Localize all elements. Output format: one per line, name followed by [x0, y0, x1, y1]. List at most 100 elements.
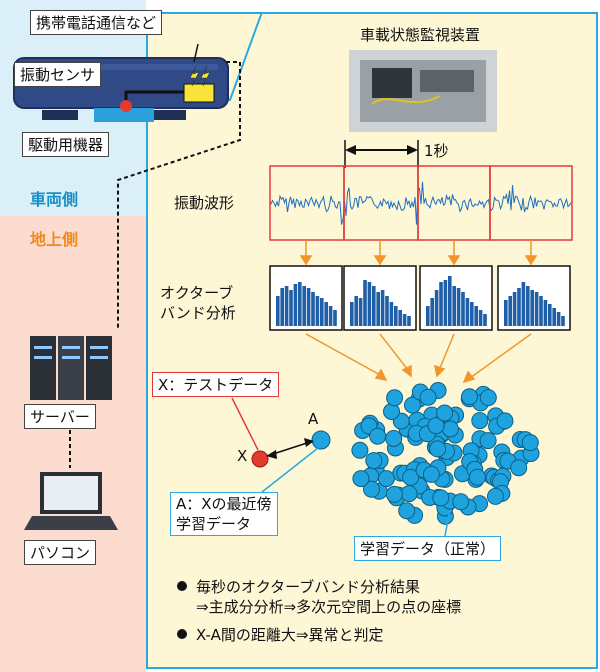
learning-data-point — [432, 489, 450, 507]
histogram-bar — [439, 282, 443, 326]
histogram-bar — [293, 284, 298, 326]
bullet-dot — [177, 581, 187, 591]
histogram-bar — [561, 316, 565, 326]
histogram-bar — [402, 314, 407, 326]
ground-side-zone — [0, 216, 146, 672]
histogram-bar — [398, 310, 402, 326]
learning-data-point — [386, 389, 404, 407]
learning-data-point — [369, 427, 387, 445]
x-mark: X — [237, 447, 248, 465]
histogram-to-cloud-arrows — [305, 333, 532, 384]
learning-data-point — [383, 403, 400, 420]
histogram-bar — [276, 296, 280, 326]
learning-data-point — [441, 420, 459, 438]
histogram-bar — [543, 300, 548, 326]
bullet-1-line2: ⇒主成分分析⇒多次元空間上の点の座標 — [196, 598, 462, 616]
histogram-bar — [443, 280, 448, 326]
histogram-bar — [448, 276, 452, 326]
histogram-bar — [452, 286, 456, 326]
learning-data-point — [351, 441, 369, 459]
learning-data-point — [427, 417, 445, 435]
learning-data-point — [471, 412, 489, 430]
histogram-bar — [284, 286, 289, 326]
learning-data-label: 学習データ（正常） — [354, 536, 502, 561]
histogram-bar — [512, 292, 517, 326]
learning-data-point — [496, 412, 514, 430]
histogram-bar — [280, 288, 284, 326]
sensor-label: 振動センサ — [14, 62, 102, 87]
histogram-bar — [556, 312, 561, 326]
test-data-label: X：テストデータ — [152, 372, 280, 397]
learning-data-point — [385, 485, 403, 503]
learning-data-point — [365, 452, 383, 470]
histogram-bar — [306, 288, 311, 326]
histogram-bar — [372, 286, 376, 326]
histogram-bar — [521, 282, 526, 326]
nearest-label-line2: 学習データ — [176, 515, 252, 533]
histogram-bar — [508, 296, 512, 326]
pc-label: パソコン — [24, 540, 97, 565]
histogram-bar — [298, 282, 302, 326]
lightning-icon — [189, 65, 200, 87]
histogram-bar — [385, 296, 389, 326]
phone-comm-label: 携帯電話通信など — [30, 10, 163, 35]
histogram-bar — [478, 310, 483, 326]
device-photo — [349, 50, 497, 132]
octave-band-histograms — [269, 265, 571, 331]
distance-arrow — [269, 441, 311, 456]
histogram-bar — [389, 302, 394, 326]
histogram-bar — [289, 290, 293, 326]
histogram-bar — [474, 306, 478, 326]
learning-data-point — [452, 493, 470, 511]
histogram-bar — [367, 282, 372, 326]
histogram-bar — [526, 286, 530, 326]
one-second-label: 1秒 — [424, 142, 449, 160]
learning-data-point — [363, 480, 380, 498]
nearest-learning-label: A：Xの最近傍 学習データ — [170, 492, 278, 536]
histogram-bar — [434, 290, 439, 326]
waveform-label: 振動波形 — [174, 194, 235, 212]
histogram-bar — [363, 280, 367, 326]
histogram-bar — [517, 288, 521, 326]
drive-equipment-label: 駆動用機器 — [22, 132, 110, 157]
server-icon — [30, 336, 112, 400]
ground-side-label: 地上側 — [30, 230, 79, 249]
vehicle-side-label: 車両側 — [30, 190, 79, 209]
bullet-1-line1: 毎秒のオクターブバンド分析結果 — [196, 578, 420, 596]
learning-data-point — [419, 388, 437, 406]
learning-data-point — [385, 430, 403, 447]
bullet-2: X-A間の距離大⇒異常と判定 — [196, 626, 384, 644]
learning-data-point — [422, 465, 440, 483]
learning-data-point — [479, 432, 497, 450]
histogram-bar — [470, 302, 474, 326]
learning-data-point — [510, 459, 528, 477]
learning-data-point — [468, 468, 486, 486]
histogram-bar — [394, 306, 398, 326]
histogram-bar — [311, 292, 315, 326]
laptop-icon — [24, 472, 118, 530]
histogram-bar — [426, 306, 430, 326]
sensor-dot-icon — [120, 100, 132, 112]
histogram-bar — [350, 302, 354, 326]
point-x — [251, 450, 269, 468]
histogram-bar — [461, 292, 465, 326]
histogram-bar — [465, 298, 470, 326]
histogram-bar — [324, 302, 328, 326]
a-mark: A — [308, 410, 319, 428]
learning-data-point — [436, 404, 454, 422]
histogram-bar — [302, 286, 306, 326]
learning-data-point — [377, 470, 395, 488]
learning-data-point — [404, 396, 421, 414]
learning-data-point — [461, 388, 478, 406]
histogram-bar — [328, 306, 333, 326]
histogram-bar — [430, 298, 434, 326]
vibration-waveform — [269, 165, 573, 241]
histogram-bar — [552, 308, 556, 326]
histogram-bar — [320, 298, 324, 326]
learning-data-point — [479, 389, 497, 407]
histogram-bar — [456, 288, 461, 326]
learning-data-point — [521, 434, 539, 452]
histogram-bar — [354, 296, 358, 326]
drive-unit-icon — [94, 108, 154, 122]
